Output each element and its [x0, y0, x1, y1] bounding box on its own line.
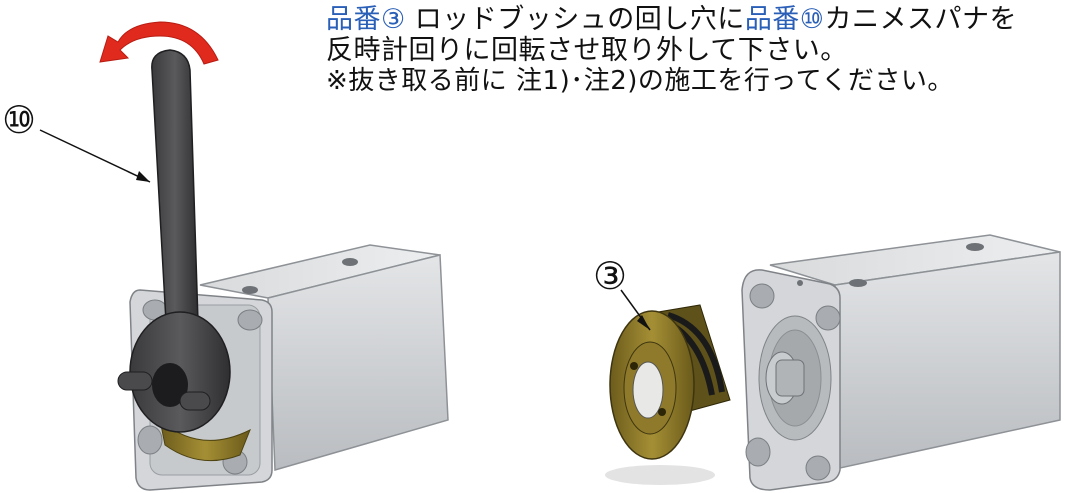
instruction-segment-1: ロッドブッシュの回し穴に: [405, 4, 745, 35]
instruction-line-2: 反時計回りに回転させ取り外して下さい。: [326, 35, 848, 66]
bushing-leader-arrowhead: [637, 315, 650, 330]
wrench-leader-line: [39, 129, 151, 183]
part-ref-3: 品番③: [326, 4, 406, 35]
callout-label-3: ③: [593, 254, 628, 298]
instruction-line-1: 品番③ ロッドブッシュの回し穴に品番⑩カニメスパナを: [326, 4, 1066, 35]
callout-label-10: ⑩: [2, 98, 37, 142]
part-ref-10: 品番⑩: [744, 4, 825, 35]
spanner-wrench: [117, 49, 231, 433]
instruction-segment-2: カニメスパナを: [824, 4, 1018, 35]
instruction-note: ※抜き取る前に 注1)･注2)の施工を行ってください。: [326, 66, 954, 96]
counterclockwise-arrow-icon: [99, 21, 219, 65]
wrench-leader-arrowhead: [136, 171, 150, 182]
rod-bushing: [605, 304, 731, 485]
right-cylinder: [741, 234, 1061, 491]
instruction-text: 品番③ ロッドブッシュの回し穴に品番⑩カニメスパナを 反時計回りに回転させ取り外…: [326, 4, 1066, 97]
